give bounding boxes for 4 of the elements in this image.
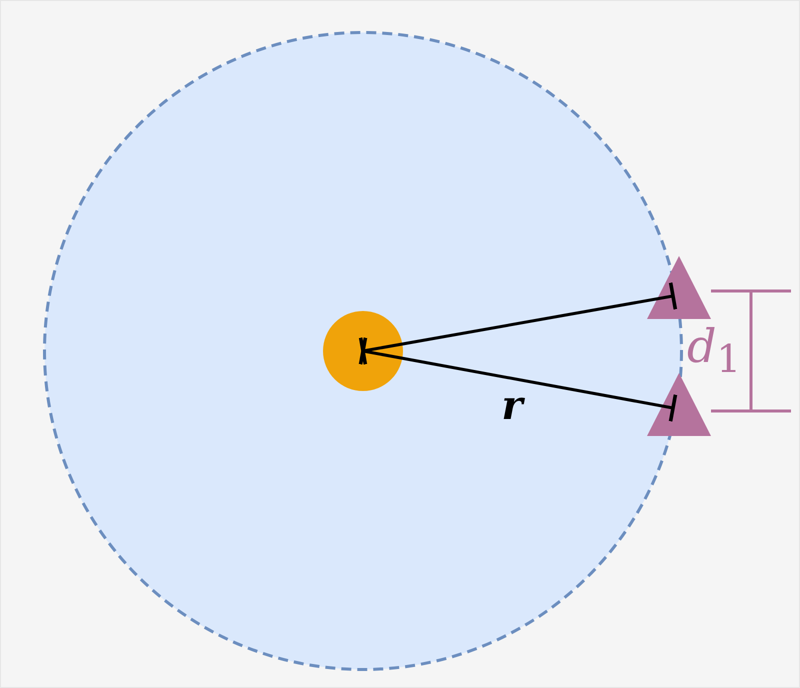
radius-line — [358, 337, 678, 422]
edge-label: r — [501, 386, 523, 426]
radius-line — [358, 282, 678, 365]
dimension-label: d$_{1}$ — [686, 323, 742, 380]
